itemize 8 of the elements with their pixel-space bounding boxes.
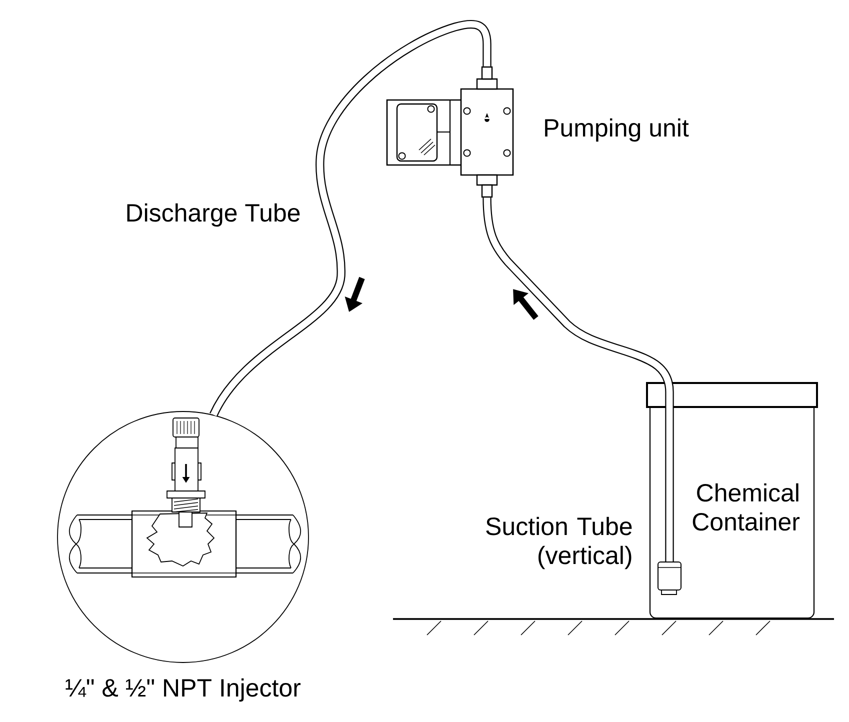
- tube: [482, 198, 674, 562]
- edge-label: Suction Tube (vertical): [486, 516, 632, 570]
- edge-label: Discharge Tube: [127, 203, 300, 227]
- tube: [210, 20, 492, 417]
- node-caption: Pumping unit: [545, 118, 689, 142]
- node-caption: ¼" & ½" NPT Injector: [66, 678, 300, 702]
- chemical-container: Chemical Container: [646, 382, 818, 619]
- foot-valve: [657, 562, 682, 595]
